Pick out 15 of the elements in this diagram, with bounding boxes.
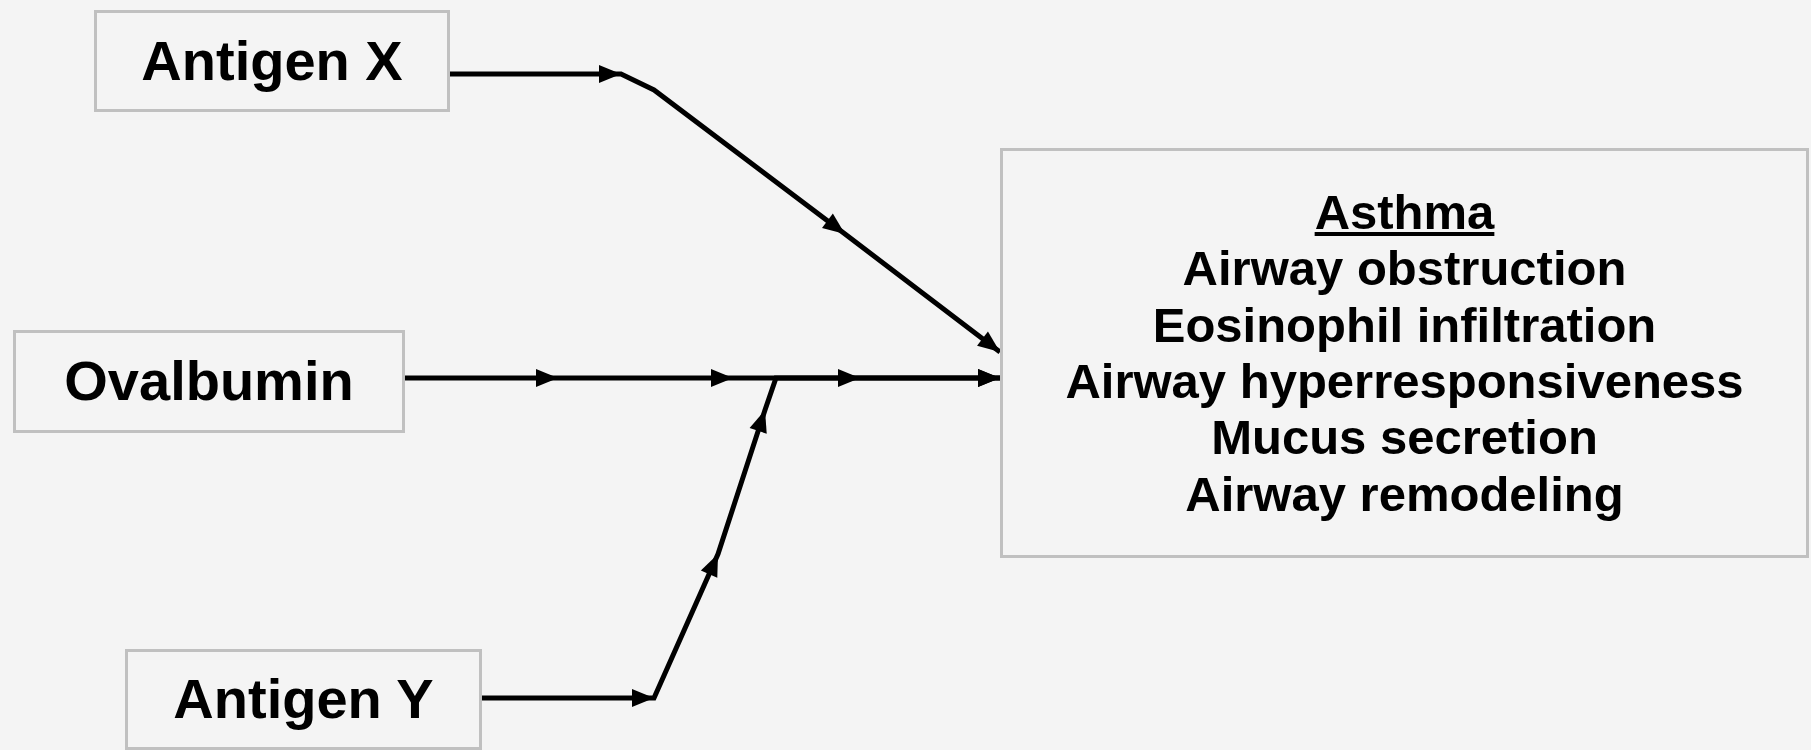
arrow — [482, 369, 1000, 707]
box-text: Airway obstruction — [1182, 240, 1627, 297]
arrow — [450, 65, 1002, 354]
box-text: Airway remodeling — [1185, 465, 1624, 523]
box-text: Antigen Y — [173, 667, 434, 732]
box-text: Airway hyperresponsiveness — [1065, 353, 1744, 410]
box-text: Antigen X — [141, 28, 403, 94]
box-text: Eosinophil infiltration — [1152, 296, 1657, 353]
antigen-box — [13, 330, 405, 433]
box-text: Ovalbumin — [64, 349, 354, 414]
antigen-box — [94, 10, 450, 112]
antigen-box — [125, 649, 482, 750]
box-heading: Asthma — [1314, 183, 1495, 241]
box-text: Mucus secretion — [1211, 409, 1598, 466]
outcome-box — [1000, 148, 1809, 558]
